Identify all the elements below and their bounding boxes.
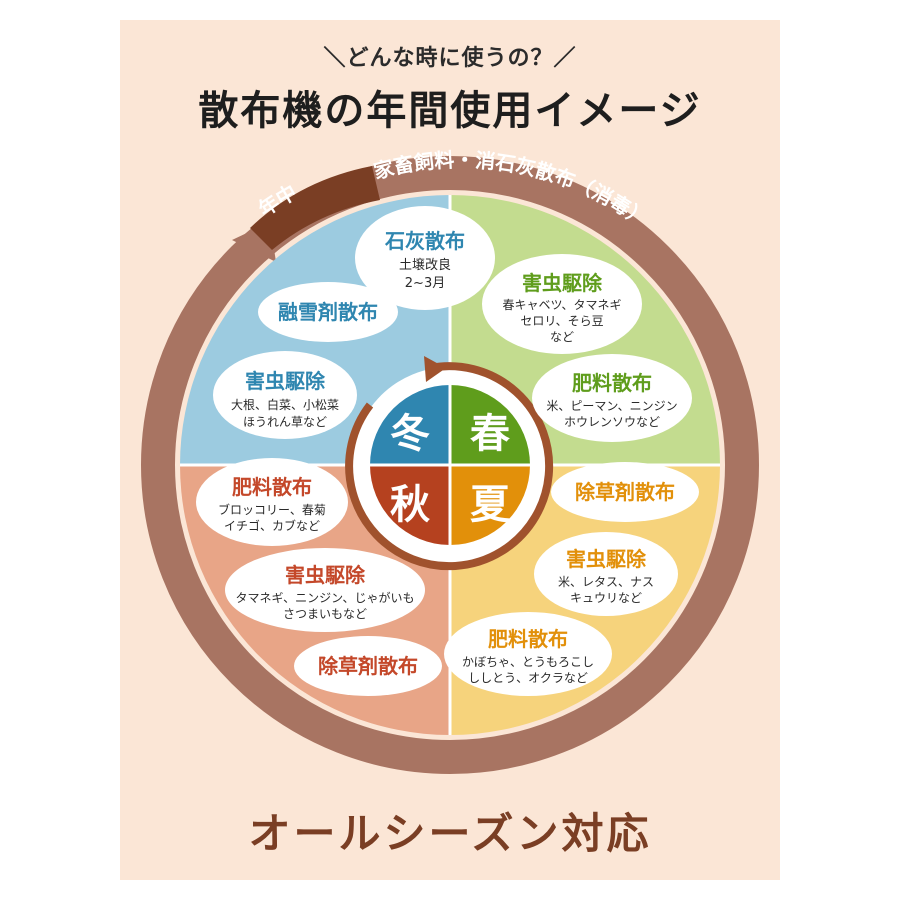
svg-text:かぼちゃ、とうもろこし: かぼちゃ、とうもろこし <box>462 655 594 669</box>
bubble-winter-pest: 害虫駆除 大根、白菜、小松菜 ほうれん草など <box>213 351 357 439</box>
center-arrow-head <box>424 356 446 382</box>
summer-label: 夏 <box>470 482 511 528</box>
bubble-summer-weed: 除草剤散布 <box>551 462 699 522</box>
svg-text:イチゴ、カブなど: イチゴ、カブなど <box>224 518 320 533</box>
svg-text:ししとう、オクラなど: ししとう、オクラなど <box>468 671 588 685</box>
svg-text:肥料散布: 肥料散布 <box>488 627 568 651</box>
autumn-center <box>370 465 450 545</box>
svg-text:ホウレンソウなど: ホウレンソウなど <box>564 415 660 429</box>
svg-text:春キャベツ、タマネギ: 春キャベツ、タマネギ <box>502 298 621 312</box>
svg-text:セロリ、そら豆: セロリ、そら豆 <box>520 314 603 328</box>
svg-text:除草剤散布: 除草剤散布 <box>575 480 675 504</box>
bubble-summer-pest: 害虫駆除 米、レタス、ナス キュウリなど <box>534 532 678 616</box>
bubble-winter-snow: 融雪剤散布 <box>258 282 398 342</box>
svg-text:融雪剤散布: 融雪剤散布 <box>278 300 378 324</box>
svg-text:肥料散布: 肥料散布 <box>232 475 312 499</box>
bubble-autumn-pest: 害虫駆除 タマネギ、ニンジン、じゃがいも さつまいもなど <box>225 548 425 632</box>
winter-label: 冬 <box>390 411 430 457</box>
bubble-autumn-fert: 肥料散布 ブロッコリー、春菊 イチゴ、カブなど <box>196 458 348 546</box>
svg-text:など: など <box>550 330 574 344</box>
svg-text:害虫駆除: 害虫駆除 <box>285 563 366 587</box>
year-round-badge <box>250 166 380 250</box>
svg-text:ほうれん草など: ほうれん草など <box>243 415 327 429</box>
svg-text:2~3月: 2~3月 <box>405 276 445 291</box>
spring-center <box>450 385 530 465</box>
spring-label: 春 <box>470 411 510 457</box>
svg-text:除草剤散布: 除草剤散布 <box>318 654 418 678</box>
autumn-label: 秋 <box>390 482 430 528</box>
svg-text:害虫駆除: 害虫駆除 <box>522 271 603 295</box>
page-title: 散布機の年間使用イメージ <box>198 88 702 134</box>
bubble-autumn-weed: 除草剤散布 <box>294 636 442 696</box>
svg-text:タマネギ、ニンジン、じゃがいも: タマネギ、ニンジン、じゃがいも <box>236 590 415 605</box>
svg-text:石灰散布: 石灰散布 <box>384 229 465 253</box>
svg-text:キュウリなど: キュウリなど <box>570 591 642 605</box>
svg-text:肥料散布: 肥料散布 <box>572 371 652 395</box>
bubble-winter-lime: 石灰散布 土壌改良 2~3月 <box>355 206 495 310</box>
footer-text: オールシーズン対応 <box>248 809 652 858</box>
svg-text:ブロッコリー、春菊: ブロッコリー、春菊 <box>218 502 326 517</box>
bubble-spring-fert: 肥料散布 米、ピーマン、ニンジン ホウレンソウなど <box>532 354 692 442</box>
summer-center <box>450 465 530 545</box>
outer-ring <box>141 156 759 774</box>
svg-text:害虫駆除: 害虫駆除 <box>245 369 326 393</box>
center-arrow-ring <box>345 362 554 571</box>
bubble-spring-pest: 害虫駆除 春キャベツ、タマネギ セロリ、そら豆 など <box>482 254 642 354</box>
bubble-summer-fert: 肥料散布 かぼちゃ、とうもろこし ししとう、オクラなど <box>444 612 612 696</box>
svg-text:土壌改良: 土壌改良 <box>399 257 451 273</box>
winter-center <box>370 385 450 465</box>
svg-text:害虫駆除: 害虫駆除 <box>566 547 647 571</box>
svg-text:大根、白菜、小松菜: 大根、白菜、小松菜 <box>231 397 339 412</box>
subtitle: ＼どんな時に使うの？／ <box>323 46 577 71</box>
svg-text:さつまいもなど: さつまいもなど <box>283 607 367 621</box>
svg-text:米、ピーマン、ニンジン: 米、ピーマン、ニンジン <box>546 399 677 413</box>
svg-text:米、レタス、ナス: 米、レタス、ナス <box>558 575 654 589</box>
